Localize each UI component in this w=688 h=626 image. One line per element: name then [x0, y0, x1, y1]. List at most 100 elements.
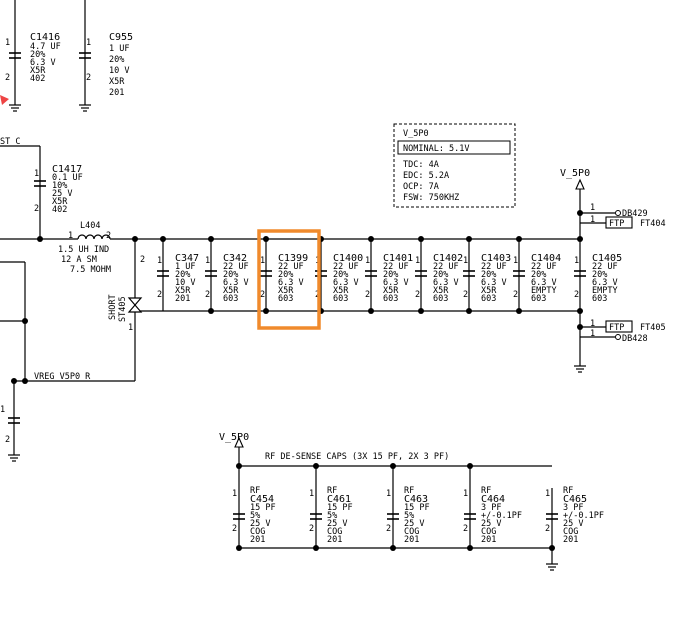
svg-text:25 V: 25 V	[250, 519, 270, 529]
svg-text:25 V: 25 V	[52, 189, 72, 199]
svg-text:6.3 V: 6.3 V	[531, 278, 557, 288]
svg-text:1: 1	[574, 256, 579, 266]
svg-text:C347: C347	[175, 253, 199, 264]
short-jumper-icon	[127, 297, 143, 313]
svg-text:1: 1	[157, 256, 162, 266]
svg-text:SHORT: SHORT	[108, 294, 118, 320]
cap-c1417: 12 C1417 0.1 UF 10% 25 V X5R 402	[34, 164, 83, 215]
svg-text:3 PF: 3 PF	[481, 503, 501, 513]
svg-text:1: 1	[260, 256, 265, 266]
svg-text:C463: C463	[404, 494, 428, 505]
svg-text:22 UF: 22 UF	[223, 262, 249, 272]
svg-text:603: 603	[333, 294, 348, 304]
ground-icon	[79, 104, 91, 112]
svg-text:ST405: ST405	[118, 296, 128, 322]
svg-text:1: 1	[5, 38, 10, 48]
svg-text:20%: 20%	[592, 270, 607, 280]
svg-text:2: 2	[574, 290, 579, 300]
svg-text:1: 1	[386, 489, 391, 499]
highlight-box	[257, 229, 321, 330]
svg-text:NOMINAL: 5.1V: NOMINAL: 5.1V	[403, 144, 470, 154]
svg-text:22 UF: 22 UF	[383, 262, 409, 272]
svg-text:15 PF: 15 PF	[404, 503, 430, 513]
svg-text:TDC: 4A: TDC: 4A	[403, 160, 439, 170]
power-arrow-icon	[575, 178, 585, 190]
svg-text:X5R: X5R	[175, 286, 191, 296]
junction-dots	[11, 210, 583, 551]
svg-text:20%: 20%	[481, 270, 496, 280]
svg-text:402: 402	[52, 205, 67, 215]
svg-text:1: 1	[309, 489, 314, 499]
svg-text:C464: C464	[481, 494, 505, 505]
svg-text:22 UF: 22 UF	[481, 262, 507, 272]
partial-label: 1	[0, 405, 5, 415]
svg-text:EMPTY: EMPTY	[592, 286, 618, 296]
svg-text:20%: 20%	[433, 270, 448, 280]
svg-text:+/-0.1PF: +/-0.1PF	[563, 511, 604, 521]
svg-text:X5R: X5R	[109, 77, 125, 87]
svg-text:X5R: X5R	[52, 197, 68, 207]
svg-text:1: 1	[463, 256, 468, 266]
svg-text:2: 2	[106, 231, 111, 241]
short-label: SHORT ST405 2 1	[108, 255, 145, 333]
svg-text:4.7 UF: 4.7 UF	[30, 42, 61, 52]
svg-text:201: 201	[327, 535, 342, 545]
svg-text:6.3 V: 6.3 V	[592, 278, 618, 288]
svg-text:COG: COG	[563, 527, 578, 537]
svg-text:1 UF: 1 UF	[175, 262, 195, 272]
svg-text:OCP: 7A: OCP: 7A	[403, 182, 439, 192]
svg-text:22 UF: 22 UF	[278, 262, 304, 272]
svg-text:C1405: C1405	[592, 253, 622, 264]
svg-text:10 V: 10 V	[109, 66, 129, 76]
svg-text:C1400: C1400	[333, 253, 363, 264]
svg-text:6.3 V: 6.3 V	[481, 278, 507, 288]
svg-text:RF: RF	[563, 486, 573, 496]
svg-text:FSW: 750KHZ: FSW: 750KHZ	[403, 193, 459, 203]
svg-text:2: 2	[513, 290, 518, 300]
svg-text:2: 2	[260, 290, 265, 300]
svg-text:1: 1	[205, 256, 210, 266]
svg-text:1: 1	[590, 329, 595, 339]
svg-text:402: 402	[30, 74, 45, 84]
svg-text:X5R: X5R	[30, 66, 46, 76]
svg-text:C1401: C1401	[383, 253, 413, 264]
svg-text:C1417: C1417	[52, 164, 82, 175]
svg-text:201: 201	[481, 535, 496, 545]
offpage-connector-icon	[0, 95, 9, 105]
svg-text:25 V: 25 V	[327, 519, 347, 529]
rail-label-v5p0: V_5P0	[560, 168, 590, 179]
svg-text:25 V: 25 V	[404, 519, 424, 529]
svg-text:X5R: X5R	[333, 286, 349, 296]
svg-text:EMPTY: EMPTY	[531, 286, 557, 296]
svg-text:COG: COG	[250, 527, 265, 537]
power-arrow-icon	[234, 436, 244, 448]
svg-text:1 UF: 1 UF	[109, 44, 129, 54]
svg-text:C342: C342	[223, 253, 247, 264]
svg-text:603: 603	[383, 294, 398, 304]
svg-text:201: 201	[404, 535, 419, 545]
svg-text:FTP: FTP	[609, 323, 624, 333]
svg-text:6.3 V: 6.3 V	[433, 278, 459, 288]
svg-text:25 V: 25 V	[563, 519, 583, 529]
svg-text:12 A SM: 12 A SM	[61, 255, 97, 265]
svg-text:20%: 20%	[383, 270, 398, 280]
svg-text:2: 2	[365, 290, 370, 300]
svg-text:1: 1	[415, 256, 420, 266]
svg-text:L404: L404	[80, 221, 100, 231]
svg-text:X5R: X5R	[383, 286, 399, 296]
nominal-spec-box: V_5P0 NOMINAL: 5.1V TDC: 4A EDC: 5.2A OC…	[393, 123, 516, 208]
svg-text:RF: RF	[327, 486, 337, 496]
svg-text:C1403: C1403	[481, 253, 511, 264]
svg-text:C1402: C1402	[433, 253, 463, 264]
svg-text:20%: 20%	[278, 270, 293, 280]
svg-text:6.3 V: 6.3 V	[278, 278, 304, 288]
ground-icon	[574, 365, 586, 373]
ground-icon	[9, 104, 21, 112]
svg-text:1: 1	[232, 489, 237, 499]
